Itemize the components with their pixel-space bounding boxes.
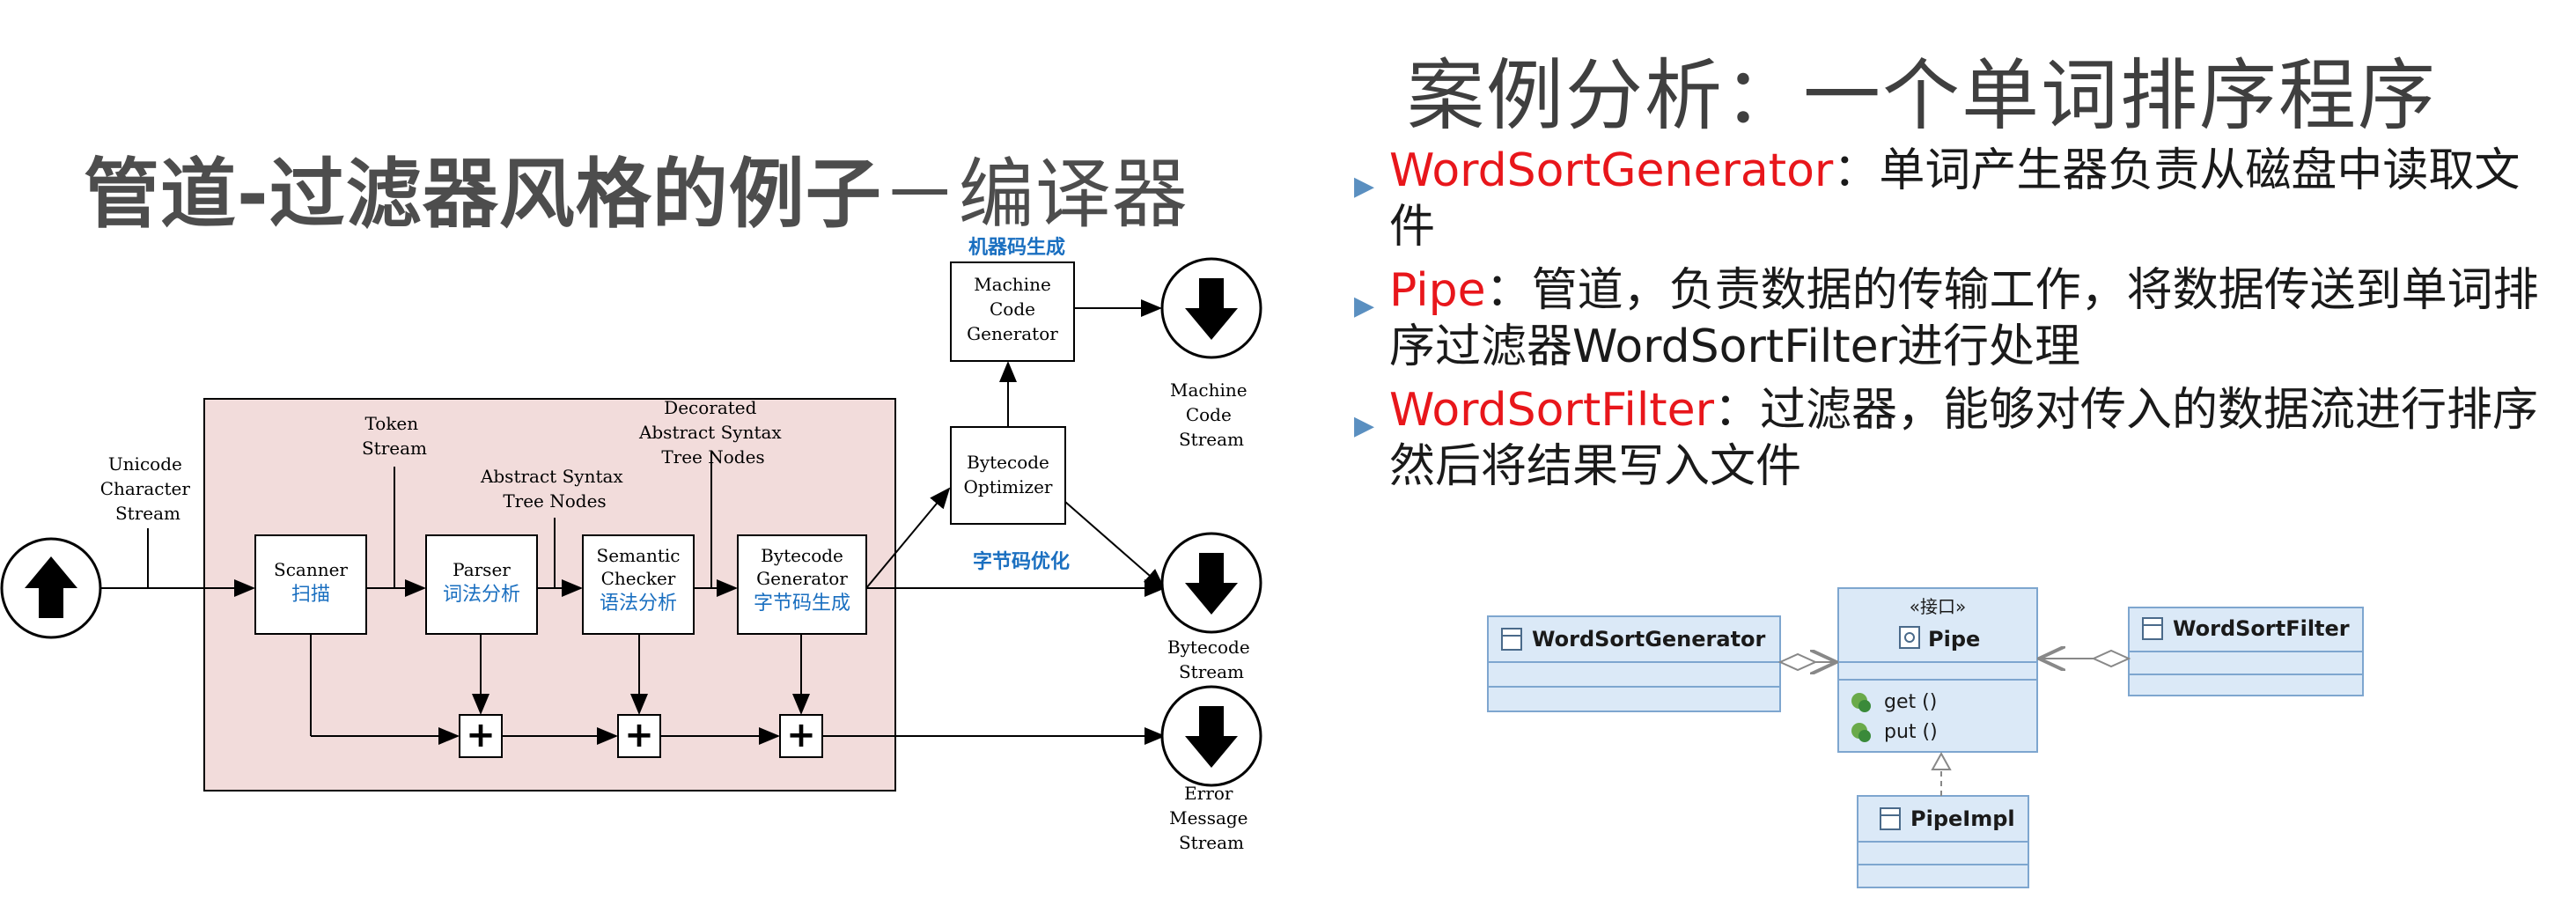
unicode-label: Unicode Character Stream (100, 453, 196, 524)
bullet-text: ：管道，负责数据的传输工作，将数据传送到单词排序过滤器WordSortFilte… (1389, 264, 2539, 373)
plus-node: + (617, 714, 661, 758)
pipe-stereotype: «接口» (1910, 596, 1966, 617)
semantic-label-1: Semantic (597, 545, 681, 566)
up-arrow-icon (25, 556, 77, 618)
svg-text:+: + (466, 715, 496, 755)
bullet-item: ▶ Pipe：管道，负责数据的传输工作，将数据传送到单词排序过滤器WordSort… (1354, 262, 2560, 375)
plus-node: + (779, 714, 823, 758)
bullet-list: ▶ WordSortGenerator：单词产生器负责从磁盘中读取文件 ▶ Pipe… (1354, 143, 2560, 502)
error-stream-label: Error Message Stream (1169, 783, 1254, 853)
class-icon (1880, 807, 1901, 830)
machine-stream-label: Machine Code Stream (1170, 379, 1253, 450)
parser-cn-label: 词法分析 (443, 584, 520, 606)
method-put: put () (1884, 721, 1938, 743)
left-title: 管道-过滤器风格的例子－编译器 (84, 132, 1189, 242)
optimize-cn-label: 字节码优化 (973, 550, 1070, 573)
uml-association-filter-pipe (2039, 651, 2131, 666)
scanner-box: Scanner 扫描 (254, 534, 367, 635)
bullet-arrow-icon: ▶ (1354, 410, 1375, 441)
bytecode-gen-label-2: Generator (756, 568, 848, 589)
filter-class-name: WordSortFilter (2173, 616, 2350, 641)
bullet-keyword: WordSortGenerator (1389, 144, 1834, 197)
plus-node: + (459, 714, 503, 758)
machine-gen-label-3: Generator (967, 323, 1058, 344)
down-arrow-icon (1185, 706, 1238, 768)
machine-gen-label-1: Machine (974, 274, 1051, 295)
bullet-text: ：过滤器，能够对传入的数据流进行排序然后将结果写入文件 (1389, 384, 2539, 493)
ast-label: Abstract Syntax Tree Nodes (480, 466, 629, 512)
down-arrow-icon (1185, 278, 1238, 340)
parser-label: Parser (453, 559, 511, 580)
uml-class-pipeimpl: PipeImpl (1857, 795, 2029, 888)
optimizer-label-2: Optimizer (964, 476, 1053, 497)
optimizer-label-1: Bytecode (967, 452, 1049, 473)
bullet-item: ▶ WordSortFilter：过滤器，能够对传入的数据流进行排序然后将结果写入… (1354, 382, 2560, 495)
class-icon (1501, 628, 1522, 651)
down-arrow-icon (1185, 553, 1238, 615)
error-output-circle (1160, 685, 1262, 787)
parser-box: Parser 词法分析 (425, 534, 538, 635)
right-title: 案例分析：一个单词排序程序 (1407, 50, 2438, 141)
semantic-label-2: Checker (601, 568, 676, 589)
svg-text:+: + (786, 715, 816, 755)
class-icon (2142, 617, 2163, 640)
uml-class-wordsortfilter: WordSortFilter (2128, 607, 2364, 696)
uml-interface-pipe: «接口» Pipe get () put () (1837, 587, 2038, 753)
bullet-keyword: Pipe (1389, 264, 1486, 317)
decorated-label: Decorated Abstract Syntax Tree Nodes (638, 397, 787, 468)
pipeimpl-class-name: PipeImpl (1910, 806, 2015, 831)
bytecode-generator-box: Bytecode Generator 字节码生成 (737, 534, 867, 635)
bullet-arrow-icon: ▶ (1354, 291, 1375, 321)
bytecode-optimizer-box: Bytecode Optimizer (950, 426, 1066, 525)
semantic-checker-box: Semantic Checker 语法分析 (582, 534, 695, 635)
machine-code-generator-box: Machine Code Generator (950, 261, 1075, 362)
scanner-label: Scanner (274, 559, 348, 580)
bytecode-output-circle (1160, 532, 1262, 634)
method-get: get () (1884, 691, 1937, 713)
machine-cn-label: 机器码生成 (968, 237, 1065, 259)
interface-icon (1899, 626, 1920, 649)
semantic-cn-label: 语法分析 (600, 593, 677, 615)
bullet-keyword: WordSortFilter (1389, 384, 1715, 437)
bytecode-gen-label-1: Bytecode (761, 545, 843, 566)
generator-class-name: WordSortGenerator (1532, 627, 1766, 652)
token-label: Token Stream (362, 413, 427, 459)
bytecode-gen-cn-label: 字节码生成 (754, 593, 850, 615)
machine-gen-label-2: Code (990, 298, 1035, 320)
uml-realization-pipeimpl-pipe (1931, 751, 1952, 796)
machine-code-output-circle (1160, 257, 1262, 359)
bullet-item: ▶ WordSortGenerator：单词产生器负责从磁盘中读取文件 (1354, 143, 2560, 255)
left-title-sub: －编译器 (881, 151, 1189, 239)
svg-text:+: + (624, 715, 654, 755)
uml-class-wordsortgenerator: WordSortGenerator (1487, 615, 1781, 712)
uml-association-generator-pipe (1777, 654, 1836, 670)
left-title-main: 管道-过滤器风格的例子 (84, 151, 882, 239)
bullet-arrow-icon: ▶ (1354, 171, 1375, 202)
bullet-text: ：单词产生器负责从磁盘中读取文件 (1389, 144, 2521, 254)
scanner-cn-label: 扫描 (291, 584, 330, 606)
bytecode-stream-label: Bytecode Stream (1167, 637, 1255, 682)
pipe-class-name: Pipe (1928, 627, 1980, 652)
